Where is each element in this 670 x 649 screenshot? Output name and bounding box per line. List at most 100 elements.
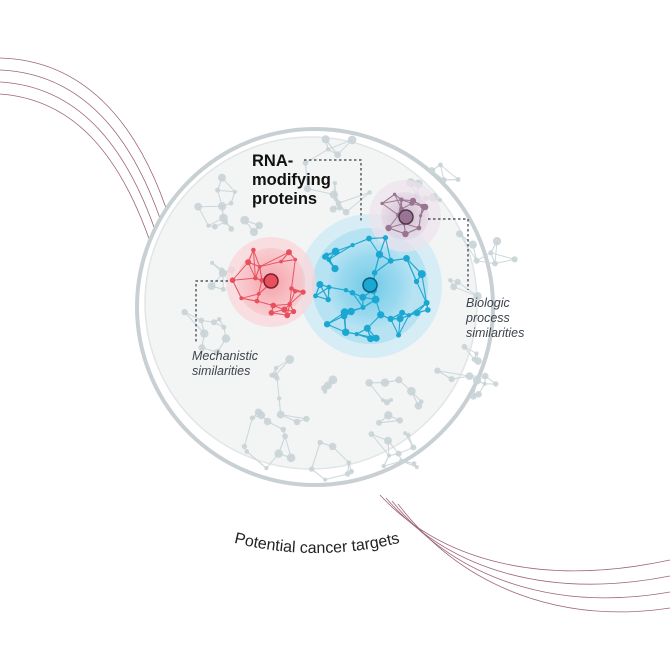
network-node: [329, 205, 337, 213]
network-edge: [246, 451, 267, 469]
network-node: [469, 392, 477, 400]
network-node: [340, 308, 349, 317]
arc-caption-text: Potential cancer targets: [233, 530, 401, 557]
network-node: [413, 278, 420, 285]
network-node: [276, 410, 285, 419]
network-node: [334, 151, 341, 159]
network-edge: [371, 433, 390, 456]
network-node: [286, 249, 292, 256]
network-node: [349, 290, 356, 296]
network-node: [372, 334, 380, 342]
network-node: [300, 289, 306, 295]
network-node: [331, 265, 339, 273]
network-edge: [381, 193, 395, 204]
network-node: [325, 147, 331, 152]
network-edge: [289, 291, 304, 305]
network-node: [402, 230, 409, 238]
network-edge: [405, 258, 418, 282]
network-edge: [476, 260, 496, 265]
network-edge: [440, 164, 459, 180]
network-node: [293, 418, 301, 426]
network-node: [403, 431, 408, 436]
network-edge: [184, 311, 205, 334]
network-node: [308, 466, 315, 472]
network-edge: [289, 288, 292, 305]
network-node: [331, 247, 340, 256]
network-edge: [259, 261, 282, 268]
network-edge: [289, 291, 296, 305]
network-edge: [351, 292, 364, 308]
network-node: [228, 200, 234, 206]
network-node: [321, 384, 328, 392]
rna-label-line-2: modifying: [252, 171, 331, 189]
network-node: [377, 311, 385, 319]
network-node: [365, 379, 373, 387]
network-node: [272, 372, 279, 379]
network-node: [325, 296, 331, 303]
network-node: [316, 281, 324, 288]
network-node: [329, 190, 338, 199]
network-node: [326, 284, 332, 290]
network-node: [343, 288, 349, 293]
network-edge: [328, 286, 347, 291]
network-node: [239, 296, 244, 301]
network-node: [323, 321, 331, 328]
network-node: [395, 376, 403, 384]
network-node: [492, 260, 498, 267]
network-node: [240, 215, 250, 225]
network-edge: [232, 277, 256, 281]
network-node: [454, 278, 461, 285]
network-node: [214, 348, 221, 356]
mechanistic-similarities-label: Mechanistic similarities: [192, 349, 258, 379]
network-node: [293, 257, 298, 262]
network-node: [387, 257, 394, 264]
network-node: [414, 465, 419, 470]
network-node: [474, 351, 479, 356]
network-node: [215, 187, 221, 193]
network-node: [313, 293, 318, 299]
network-node: [206, 223, 211, 228]
network-node: [461, 343, 468, 350]
network-node: [218, 269, 227, 278]
network-edge: [345, 192, 370, 213]
network-node: [228, 226, 235, 232]
network-node: [455, 177, 461, 182]
network-node: [367, 335, 375, 343]
biologic-leader-line: [428, 218, 469, 290]
network-node: [399, 309, 406, 316]
network-edge: [374, 260, 392, 274]
network-node: [354, 332, 359, 337]
network-node: [270, 302, 277, 309]
network-node: [411, 461, 417, 466]
network-node: [441, 177, 447, 183]
network-node: [360, 305, 366, 310]
network-node: [413, 309, 421, 317]
network-node: [375, 250, 384, 259]
network-edge: [252, 249, 256, 279]
network-node: [254, 298, 260, 304]
network-node: [399, 458, 404, 464]
network-edge: [311, 468, 326, 480]
network-node: [473, 257, 480, 264]
network-node: [406, 313, 412, 318]
network-node: [384, 411, 393, 420]
network-node: [181, 308, 188, 316]
network-node: [344, 471, 351, 477]
network-node: [346, 460, 352, 466]
network-node: [256, 292, 261, 296]
network-node: [425, 307, 431, 313]
network-edge: [416, 281, 428, 304]
network-node: [450, 283, 458, 291]
network-node: [241, 443, 248, 450]
network-node: [249, 227, 258, 237]
network-node: [332, 181, 338, 186]
network-node: [273, 365, 279, 371]
network-node: [403, 255, 410, 262]
network-node: [276, 396, 282, 401]
network-edge: [241, 293, 259, 299]
network-node: [254, 408, 263, 416]
network-node: [384, 436, 392, 445]
network-node: [198, 317, 205, 324]
network-edge: [401, 460, 417, 468]
network-edge: [453, 286, 478, 297]
